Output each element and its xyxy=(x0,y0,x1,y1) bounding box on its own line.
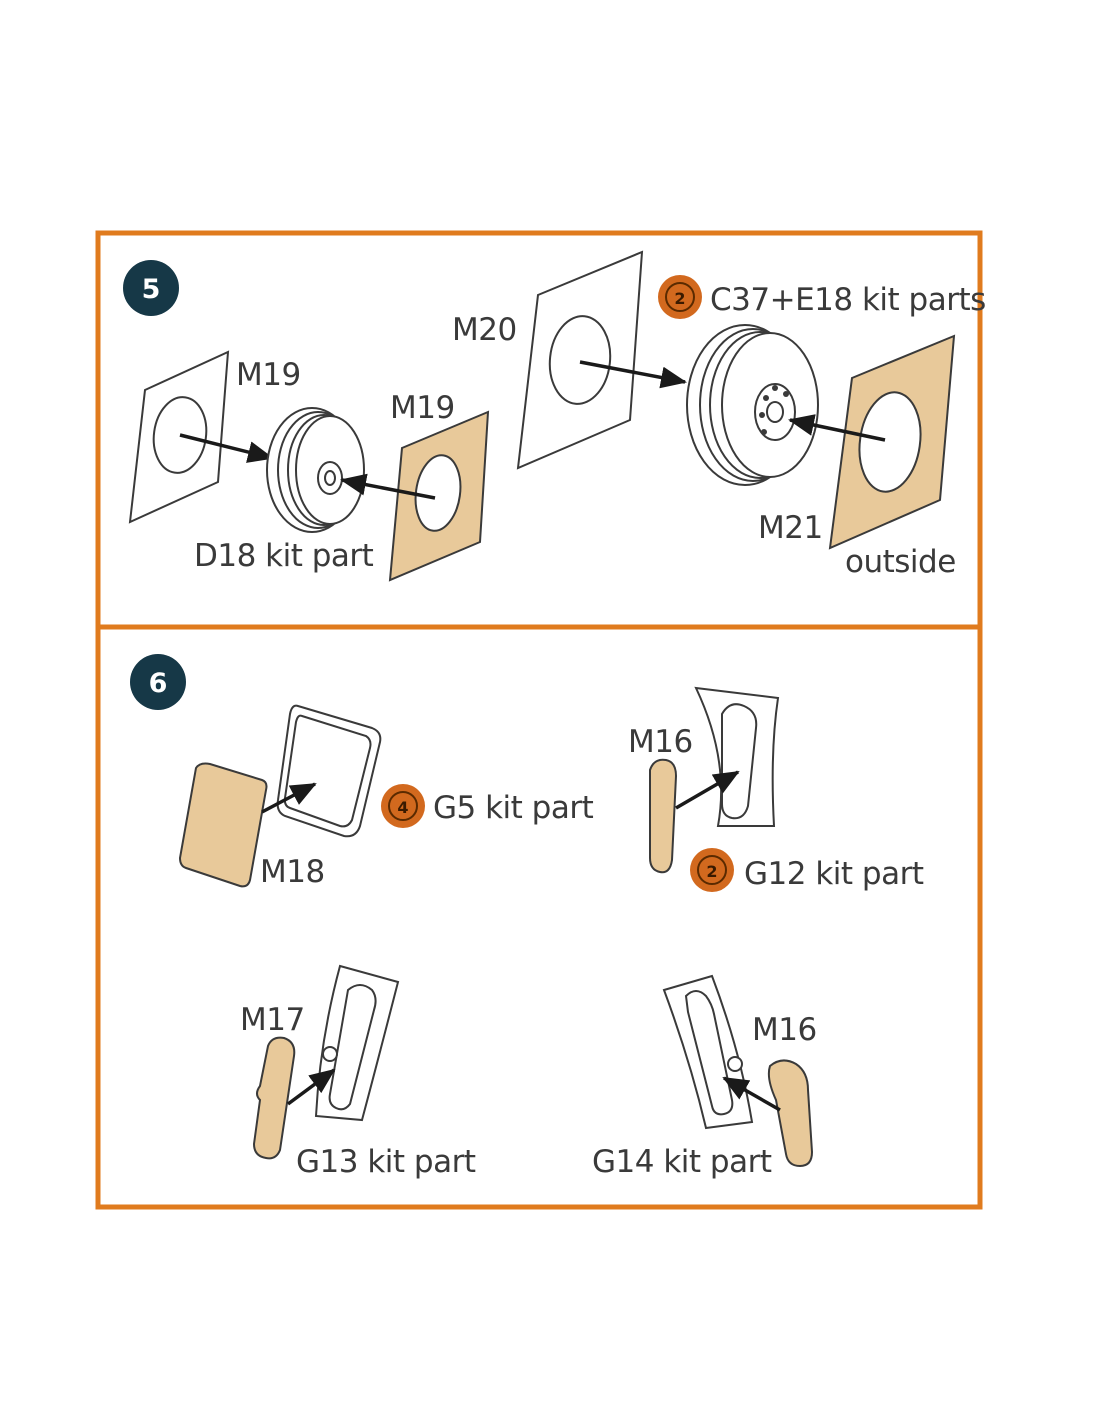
label-g12: G12 kit part xyxy=(744,856,924,892)
step-6-badge: 6 xyxy=(130,654,186,710)
wheel-main xyxy=(686,324,819,486)
step-6-panel xyxy=(95,624,983,1210)
part-g5 xyxy=(276,704,382,838)
step-5-badge: 5 xyxy=(123,260,179,316)
label-m16-bottom: M16 xyxy=(752,1012,817,1048)
step-6-number: 6 xyxy=(149,668,168,699)
mask-m17 xyxy=(252,1036,296,1160)
arrow-m17-to-g13 xyxy=(286,1068,336,1106)
label-outside: outside xyxy=(845,544,956,580)
label-m17: M17 xyxy=(240,1002,305,1038)
label-g5: G5 kit part xyxy=(433,790,594,826)
arrow-m19-to-wheel xyxy=(179,433,274,463)
label-d18: D18 kit part xyxy=(194,538,374,574)
label-c37-e18: C37+E18 kit parts xyxy=(710,282,986,318)
label-g13: G13 kit part xyxy=(296,1144,476,1180)
part-g13 xyxy=(314,964,400,1122)
ref-badge-g12: 2 xyxy=(690,848,734,892)
part-g12 xyxy=(694,686,780,827)
arrow-m18-to-g5 xyxy=(261,782,317,814)
mask-m18 xyxy=(178,762,268,888)
mask-m21-tan xyxy=(828,334,956,550)
ref-badge-g5: 4 xyxy=(381,784,425,828)
label-m16-top: M16 xyxy=(628,724,693,760)
ref-badge-g12-number: 2 xyxy=(706,862,717,881)
part-g14 xyxy=(662,974,754,1130)
mask-m16-top xyxy=(649,758,678,874)
mask-m16-bottom xyxy=(767,1059,814,1168)
label-m21: M21 xyxy=(758,510,823,546)
label-g14: G14 kit part xyxy=(592,1144,772,1180)
step-5-number: 5 xyxy=(142,274,161,305)
arrow-m20-to-wheel xyxy=(579,360,687,389)
mask-m19-tan xyxy=(388,410,490,582)
label-m19-right: M19 xyxy=(390,390,455,426)
arrow-m16-to-g14 xyxy=(722,1076,781,1112)
arrow-m21-to-wheel xyxy=(788,414,886,442)
label-m20: M20 xyxy=(452,312,517,348)
arrow-m19-tan-to-wheel xyxy=(340,473,436,500)
label-m19-left: M19 xyxy=(236,357,301,393)
arrow-m16-to-g12 xyxy=(675,770,740,810)
mask-m20-white xyxy=(516,250,644,470)
mask-m19-white xyxy=(128,350,230,524)
label-m18: M18 xyxy=(260,854,325,890)
wheel-d18 xyxy=(266,407,365,533)
ref-badge-g5-number: 4 xyxy=(397,798,408,817)
ref-badge-c37: 2 xyxy=(658,275,702,319)
ref-badge-c37-number: 2 xyxy=(674,289,685,308)
